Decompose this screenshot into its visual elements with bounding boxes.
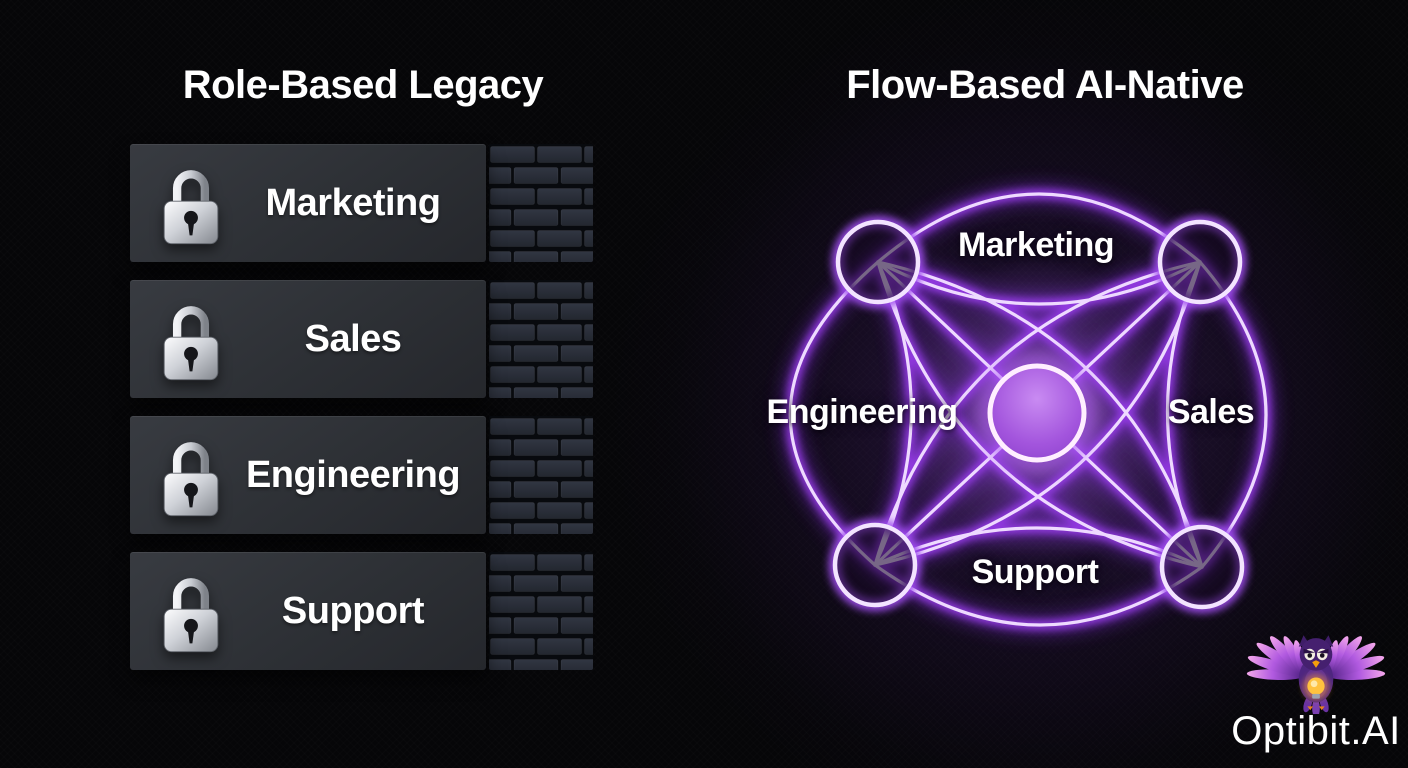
right-panel-title: Flow-Based AI-Native: [846, 63, 1244, 107]
network-node-center-hub: [979, 355, 1095, 471]
role-rows: Marketing Sales: [130, 144, 596, 688]
brick-wall-icon: [489, 416, 593, 534]
role-row-support: Support: [130, 552, 596, 670]
network-node-bottom-right: [1155, 520, 1249, 614]
role-box: Sales: [130, 280, 486, 398]
lock-icon: [148, 564, 234, 658]
role-row-marketing: Marketing: [130, 144, 596, 262]
role-box: Support: [130, 552, 486, 670]
lock-icon: [148, 428, 234, 522]
network-node-top-right: [1153, 215, 1247, 309]
network-label-engineering: Engineering: [766, 393, 958, 431]
network-node-top-left: [831, 215, 925, 309]
logo-text: Optibit.AI: [1231, 709, 1401, 753]
brand-logo: Optibit.AI: [1166, 618, 1408, 752]
role-row-sales: Sales: [130, 280, 596, 398]
network-node-bottom-left: [828, 518, 922, 612]
brick-wall-icon: [489, 552, 593, 670]
lock-icon: [148, 156, 234, 250]
network-label-sales: Sales: [1167, 393, 1255, 431]
role-label: Engineering: [245, 453, 461, 496]
role-label: Marketing: [265, 181, 441, 224]
role-label: Sales: [304, 317, 402, 360]
role-label: Support: [281, 589, 425, 632]
role-box: Marketing: [130, 144, 486, 262]
brick-wall-icon: [489, 280, 593, 398]
network-label-support: Support: [971, 553, 1099, 591]
role-box: Engineering: [130, 416, 486, 534]
brick-wall-icon: [489, 144, 593, 262]
network-label-marketing: Marketing: [957, 226, 1115, 264]
network-graph: [750, 130, 1330, 670]
owl-logo-icon: [1246, 635, 1386, 714]
left-panel-title: Role-Based Legacy: [182, 63, 544, 107]
lock-icon: [148, 292, 234, 386]
role-row-engineering: Engineering: [130, 416, 596, 534]
